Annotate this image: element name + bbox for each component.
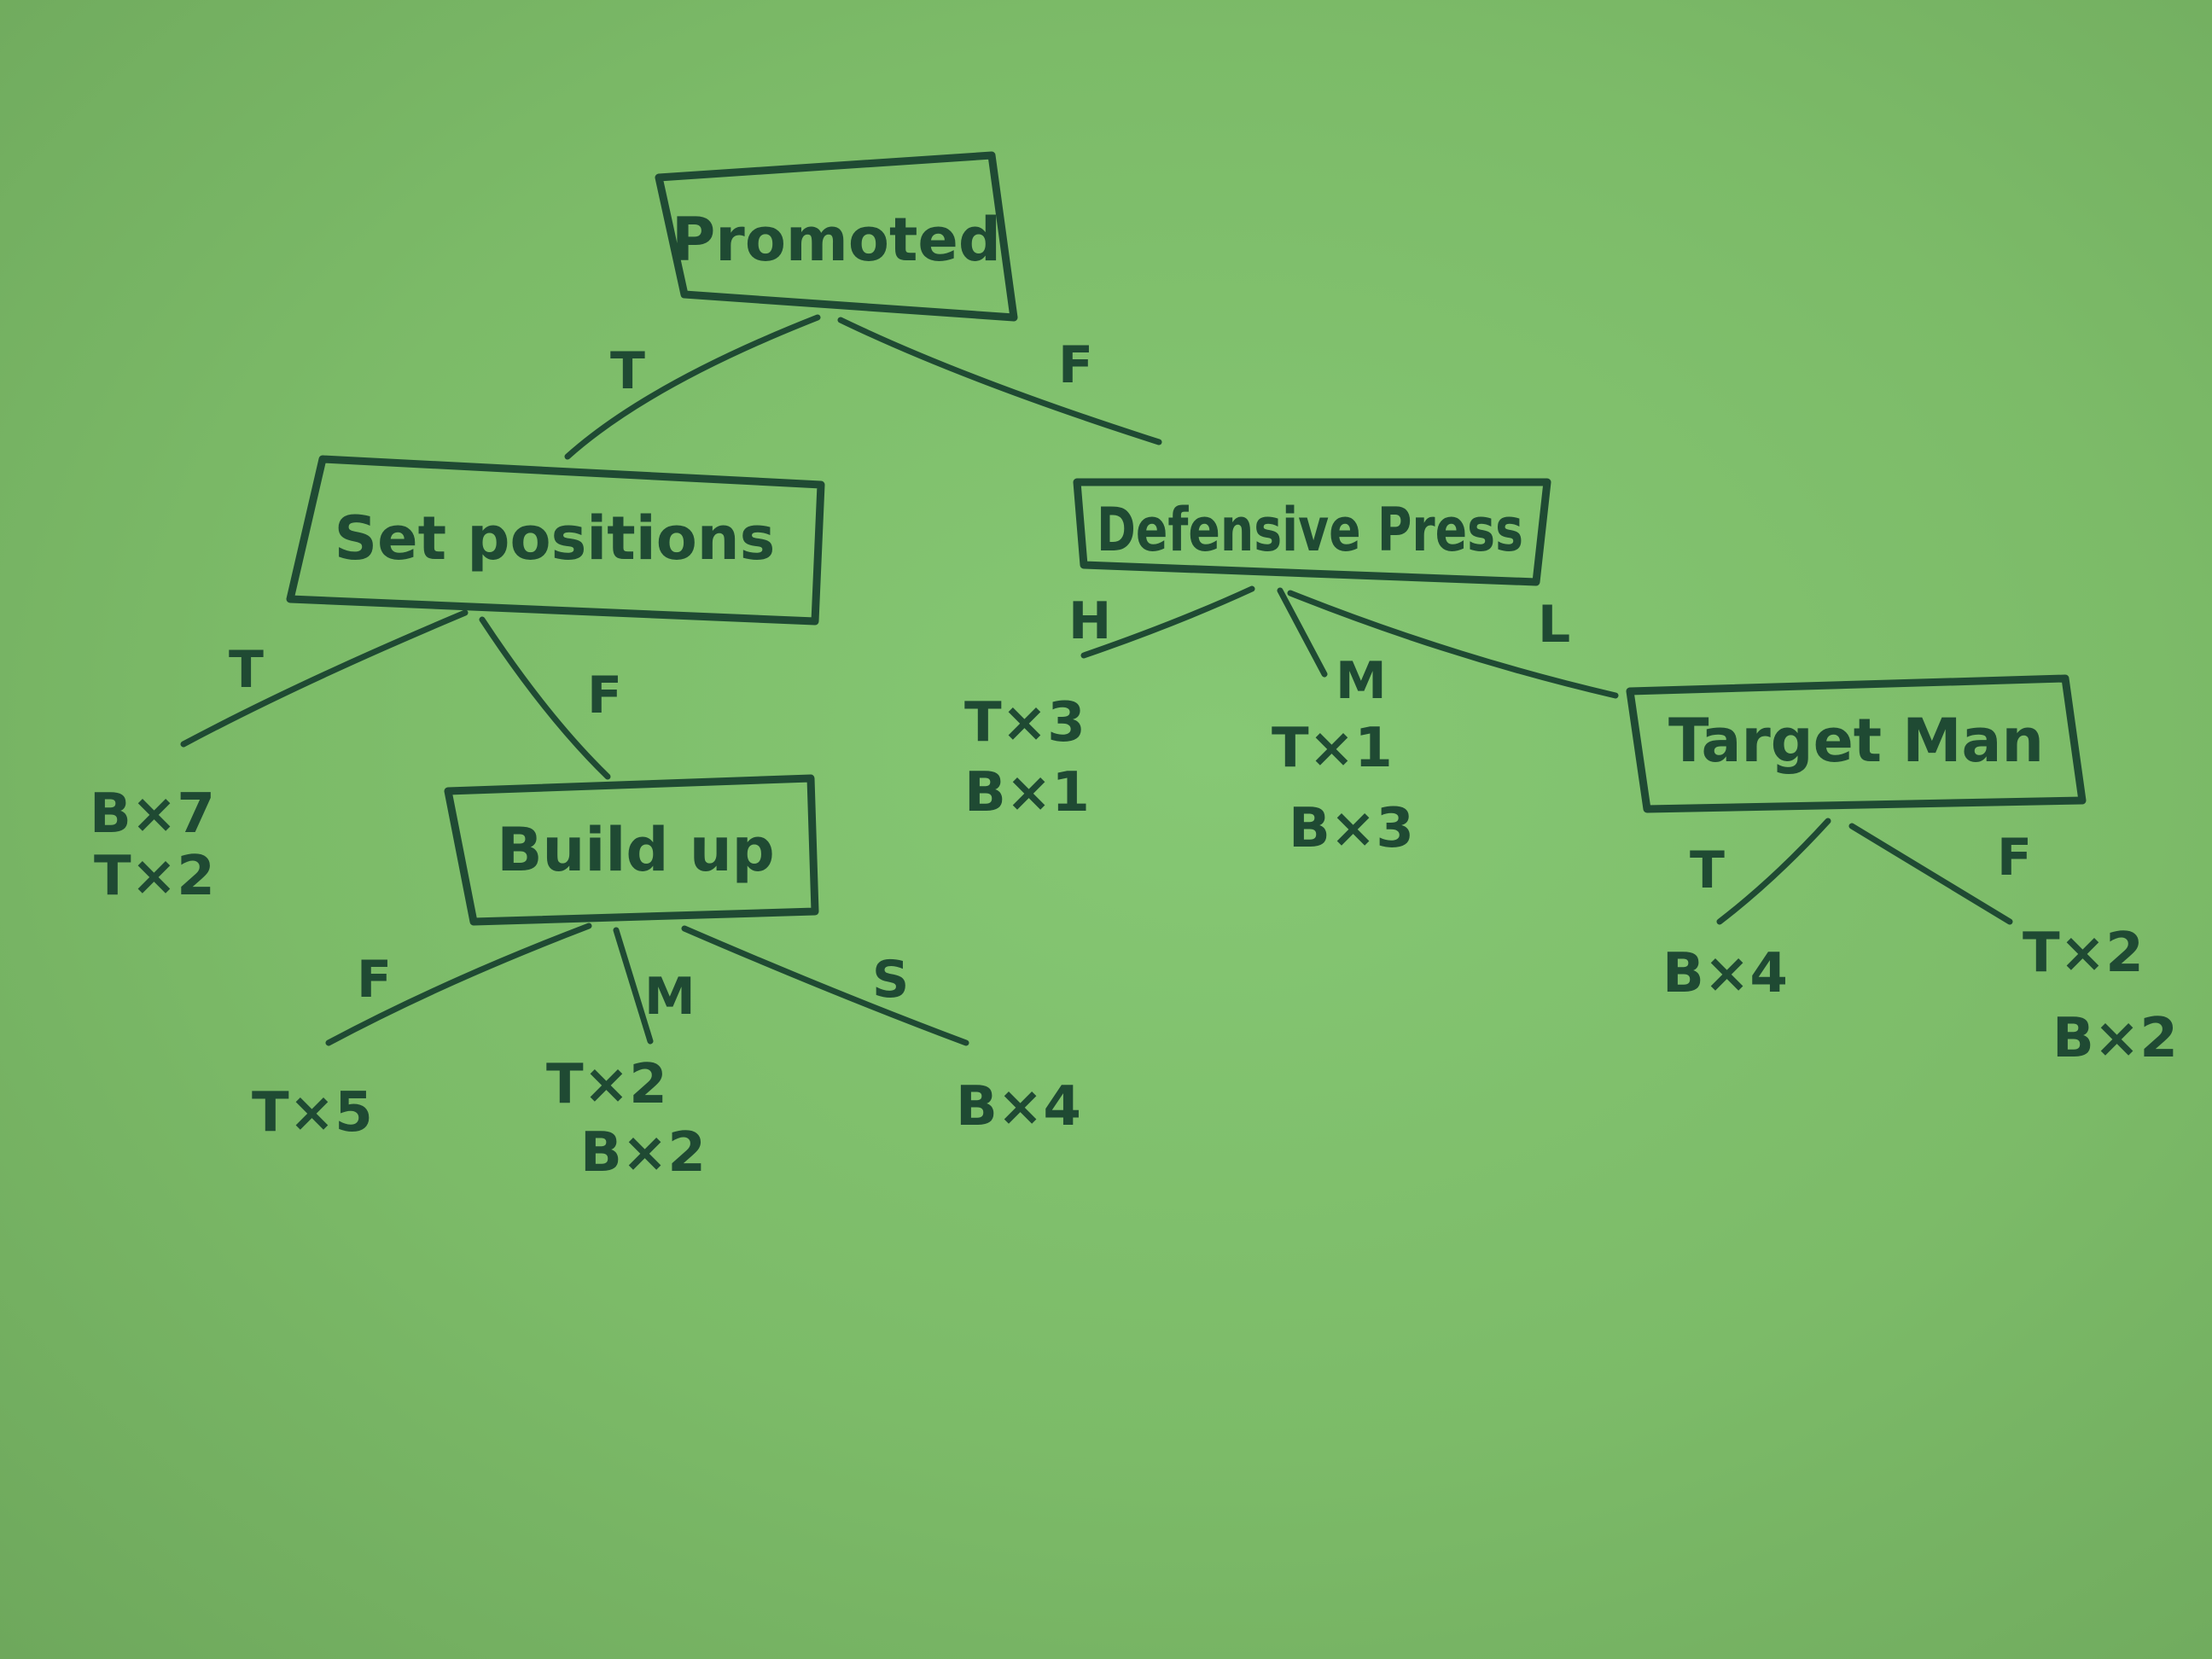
edge-label-setpos-true: T (229, 640, 264, 700)
edge-target-true (1716, 818, 1831, 925)
edge-root-to-set-positions (564, 314, 821, 460)
edge-build-up-s (681, 925, 969, 1046)
leaf-target-true-line1: B×4 (1662, 942, 1788, 1005)
edge-press-h (1080, 585, 1255, 659)
node-label-set-positions: Set positions (335, 504, 776, 573)
edge-build-up-m (613, 927, 654, 1045)
edge-set-positions-false (479, 616, 611, 780)
leaf-press-h-line1: T×3 (964, 691, 1086, 754)
edge-label-root-true: T (610, 341, 645, 401)
edge-label-target-false: F (1997, 828, 2032, 888)
leaf-press-m-line2: B×3 (1289, 797, 1414, 860)
edge-root-to-defensive-press (837, 317, 1162, 445)
leaf-setpos-true-line1: B×7 (90, 783, 215, 846)
edge-label-buildup-f: F (357, 950, 392, 1010)
edge-target-false (1848, 823, 2013, 925)
leaf-target-false-line1: T×2 (2023, 922, 2144, 985)
leaf-buildup-m-line2: B×2 (580, 1121, 706, 1185)
edge-label-root-false: F (1058, 335, 1093, 395)
leaf-press-h-line2: B×1 (964, 761, 1090, 824)
node-label-root: Promoted (672, 205, 1001, 275)
edge-build-up-f (325, 923, 592, 1046)
leaf-setpos-true-line2: T×2 (94, 845, 215, 908)
node-box-build-up (444, 774, 819, 926)
node-box-set-positions (286, 455, 825, 626)
edge-label-press-m: M (1336, 651, 1387, 711)
node-label-build-up: Build up (497, 815, 775, 885)
leaf-buildup-s-line1: B×4 (956, 1075, 1081, 1138)
edge-label-buildup-s: S (872, 950, 909, 1010)
edge-label-setpos-false: F (587, 666, 622, 725)
edge-label-buildup-m: M (644, 967, 696, 1027)
edge-label-target-true: T (1690, 841, 1725, 900)
node-box-root (655, 151, 1018, 322)
edge-set-positions-true (180, 609, 469, 748)
leaf-buildup-m-line1: T×2 (546, 1053, 667, 1116)
edge-press-m (1277, 587, 1328, 678)
leaf-buildup-f-line1: T×5 (252, 1081, 373, 1144)
leaf-press-m-line1: T×1 (1272, 717, 1393, 780)
edge-label-press-h: H (1068, 591, 1111, 651)
edge-press-l (1287, 590, 1619, 699)
leaf-target-false-line2: B×2 (2052, 1007, 2178, 1070)
node-label-target-man: Target Man (1668, 706, 2044, 776)
edge-label-press-l: L (1538, 595, 1570, 655)
node-box-target-man (1626, 674, 2087, 813)
node-label-defensive-press: Defensive Press (1097, 495, 1523, 565)
node-box-defensive-press (1073, 478, 1551, 586)
